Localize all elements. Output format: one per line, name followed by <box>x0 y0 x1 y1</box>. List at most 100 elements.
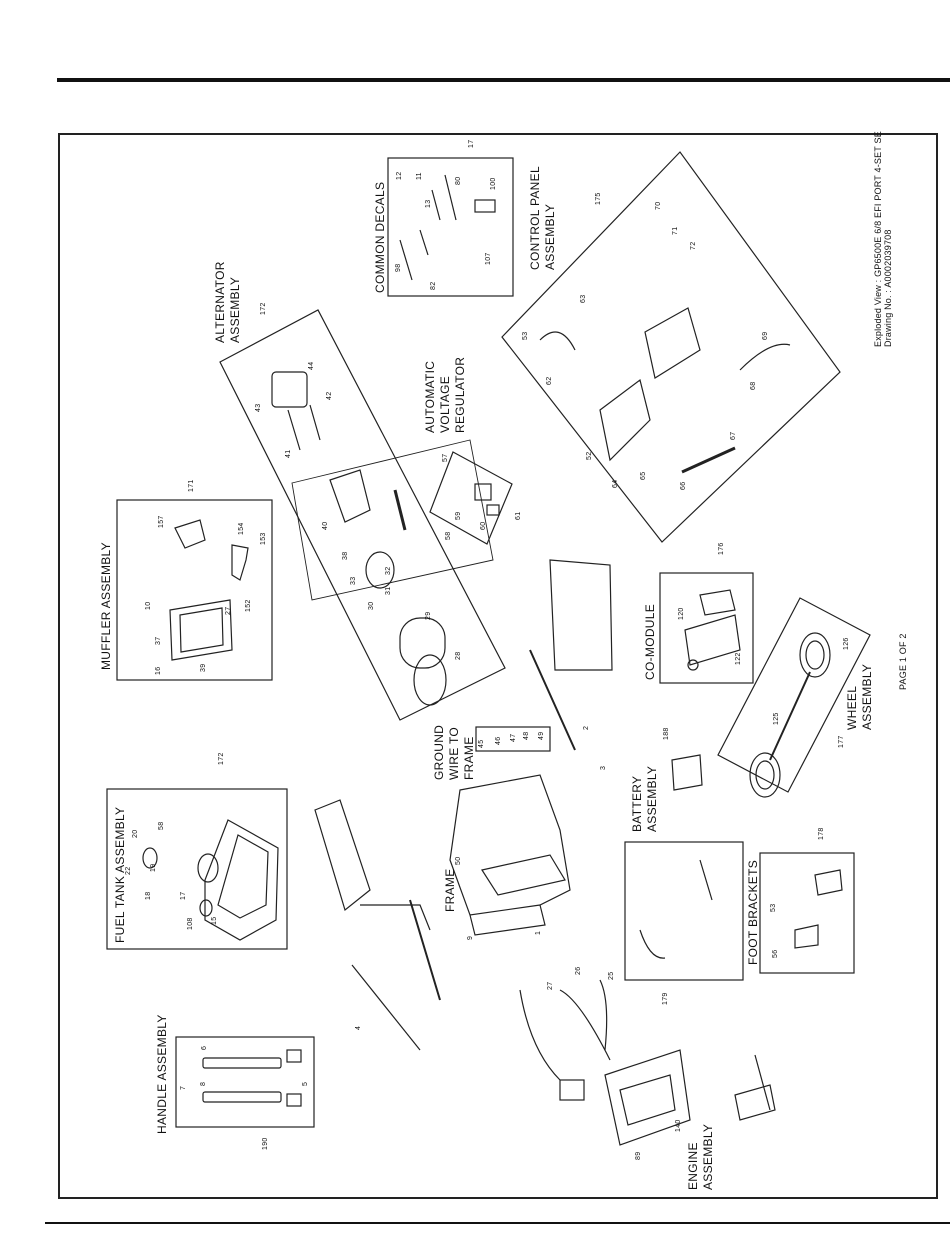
avr-box <box>429 451 513 545</box>
callout-decal-0: 17 <box>468 139 475 148</box>
callout-decal-5: 80 <box>455 176 462 185</box>
callout-engine-1: 26 <box>575 966 582 975</box>
callout-alt-7: 38 <box>342 551 349 560</box>
callout-decal-2: 11 <box>416 172 423 180</box>
wheel-assembly-box <box>717 597 871 793</box>
callout-frame-0: 1 <box>535 930 542 935</box>
callout-cp-10: 69 <box>762 331 769 340</box>
label-frame: FRAME <box>443 868 457 913</box>
label-alternator-line1: ALTERNATOR <box>213 261 227 343</box>
ground-wire-box <box>475 726 551 752</box>
fuel-tank-assembly-box <box>106 788 288 950</box>
callout-fuel-1: 22 <box>125 866 132 875</box>
callout-decal-1: 12 <box>396 171 403 180</box>
callout-fuel-7: 15 <box>211 916 218 925</box>
battery-assembly-box <box>624 841 744 981</box>
common-decals-box <box>387 157 514 297</box>
callout-engine-5: 140 <box>675 1119 682 1132</box>
callout-ground-1: 46 <box>495 736 502 745</box>
bottom-rule <box>45 1222 950 1224</box>
callout-fuel-4: 19 <box>150 863 157 872</box>
callout-avr-0: 57 <box>442 453 449 462</box>
callout-co-0: 176 <box>718 542 725 555</box>
foot-brackets-box <box>759 852 855 974</box>
callout-cp-0: 175 <box>595 192 602 205</box>
label-avr-line1: AUTOMATIC <box>423 360 437 433</box>
callout-co-1: 120 <box>678 607 685 620</box>
callout-alt-9: 32 <box>385 566 392 575</box>
callout-cp-5: 64 <box>612 479 619 488</box>
callout-decal-9: 98 <box>395 263 402 272</box>
callout-frame-2: 3 <box>600 765 607 770</box>
frame-tube <box>449 774 571 916</box>
callout-handle-0: 190 <box>262 1137 269 1150</box>
callout-avr-1: 58 <box>445 531 452 540</box>
callout-alt-4: 41 <box>285 449 292 458</box>
label-alternator-line2: ASSEMBLY <box>228 276 242 343</box>
drawing-title-line1: Exploded View : GP6500E 6/8 EFI PORT 4-S… <box>873 131 883 347</box>
callout-alt-13: 28 <box>455 651 462 660</box>
callout-cp-6: 65 <box>640 471 647 480</box>
label-control-panel-line2: ASSEMBLY <box>543 203 557 270</box>
callout-avr-2: 59 <box>455 511 462 520</box>
callout-muffler-7: 153 <box>260 532 267 545</box>
callout-wheel-2: 126 <box>843 637 850 650</box>
control-panel-box <box>501 151 841 543</box>
callout-muffler-0: 171 <box>188 479 195 492</box>
label-engine-line1: ENGINE <box>686 1142 700 1190</box>
callout-decal-7: 107 <box>485 252 492 265</box>
callout-engine-4: 89 <box>635 1151 642 1160</box>
callout-ground-0: 45 <box>478 739 485 748</box>
label-common-decals: COMMON DECALS <box>373 181 387 293</box>
label-engine-line2: ASSEMBLY <box>701 1123 715 1190</box>
callout-wheel-4: 125 <box>773 712 780 725</box>
label-battery-line2: ASSEMBLY <box>645 765 659 832</box>
engine-block <box>604 1049 691 1146</box>
callout-alt-6: 40 <box>322 521 329 530</box>
callout-muffler-1: 16 <box>155 666 162 675</box>
diagram-frame <box>58 133 938 1199</box>
label-ground-line3: FRAME <box>462 736 476 781</box>
callout-muffler-5: 27 <box>225 606 232 615</box>
callout-foot-0: 178 <box>818 827 825 840</box>
label-avr-line3: REGULATOR <box>453 356 467 433</box>
callout-alt-12: 29 <box>425 611 432 620</box>
callout-cp-11: 70 <box>655 201 662 210</box>
callout-frame-3: 4 <box>355 1025 362 1030</box>
callout-battery-1: 179 <box>662 992 669 1005</box>
callout-fuel-0: 172 <box>218 752 225 765</box>
co-module-box <box>659 572 754 684</box>
callout-cp-12: 71 <box>672 226 679 235</box>
handle-assembly-box <box>175 1036 315 1128</box>
callout-muffler-4: 39 <box>200 663 207 672</box>
callout-cp-4: 63 <box>580 294 587 303</box>
label-ground-line1: GROUND <box>432 724 446 780</box>
callout-handle-5: 5 <box>302 1081 309 1086</box>
label-wheel-line2: ASSEMBLY <box>860 663 874 730</box>
callout-handle-2: 7 <box>180 1085 187 1090</box>
alternator-assembly-box <box>219 309 506 721</box>
callout-co-3: 122 <box>735 652 742 665</box>
top-rule <box>57 78 950 82</box>
callout-alt-1: 43 <box>255 403 262 412</box>
label-control-panel-line1: CONTROL PANEL <box>528 166 542 270</box>
callout-cp-8: 67 <box>730 431 737 440</box>
callout-ground-3: 48 <box>523 731 530 740</box>
label-co-module: CO-MODULE <box>643 603 657 680</box>
muffler-assembly-box <box>116 499 273 681</box>
callout-ground-2: 47 <box>510 733 517 742</box>
callout-decal-3: 13 <box>425 199 432 208</box>
callout-frame-4: 9 <box>467 935 474 940</box>
callout-muffler-2: 10 <box>145 601 152 610</box>
callout-avr-4: 61 <box>515 511 522 520</box>
callout-alt-2: 44 <box>308 361 315 370</box>
callout-fuel-6: 108 <box>187 917 194 930</box>
callout-muffler-3: 37 <box>155 636 162 645</box>
label-foot-brackets: FOOT BRACKETS <box>746 859 760 965</box>
callout-cp-2: 53 <box>522 331 529 340</box>
callout-battery-0: 188 <box>663 727 670 740</box>
callout-muffler-10: 157 <box>158 515 165 528</box>
callout-cp-9: 68 <box>750 381 757 390</box>
callout-decal-6: 100 <box>490 177 497 190</box>
